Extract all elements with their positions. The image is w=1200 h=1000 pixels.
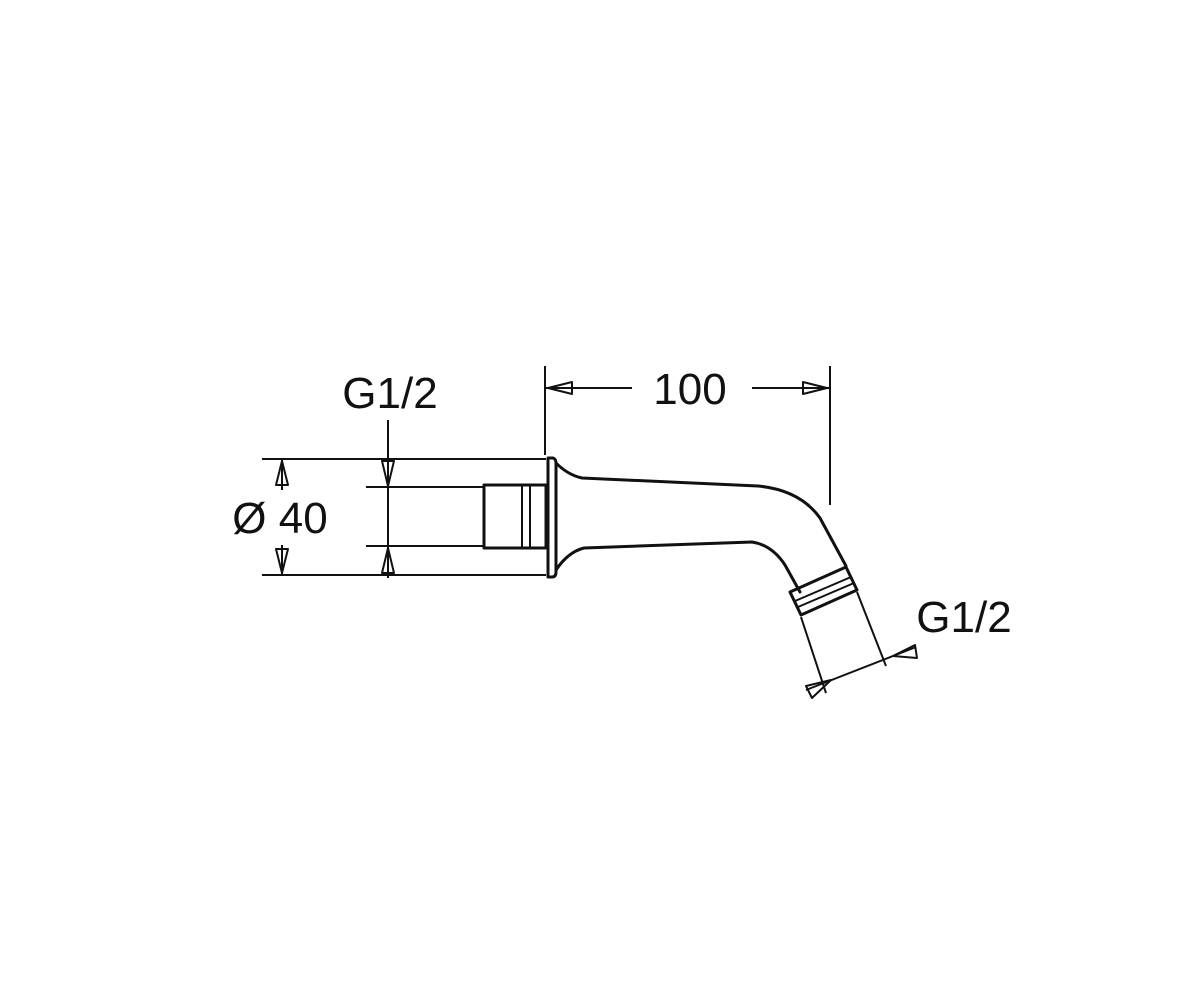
spout-body: [482, 456, 859, 617]
thread-left-label: G1/2: [342, 369, 437, 418]
length-dimension: 100: [544, 365, 831, 505]
diameter-label: Ø 40: [232, 494, 327, 543]
length-label: 100: [653, 365, 726, 414]
arrow-down-icon: [381, 460, 395, 487]
spout-top-contour: [554, 461, 848, 568]
arrow-up-icon: [275, 460, 289, 486]
arrow-left-icon: [547, 381, 573, 395]
inlet-thread-dimension: G1/2: [342, 369, 484, 578]
thread-outlet-label: G1/2: [916, 593, 1011, 642]
outlet-nozzle: [788, 565, 859, 617]
outlet-thread-dimension: G1/2: [800, 591, 1012, 699]
outlet-extension-left: [800, 616, 827, 694]
arrow-down-icon: [275, 548, 289, 574]
spout-bottom-contour: [554, 540, 802, 594]
inlet-connector: [482, 483, 548, 550]
wall-flange: [546, 456, 558, 579]
arrow-left-icon: [892, 644, 918, 659]
arrow-up-icon: [381, 547, 395, 574]
arrow-right-icon: [805, 679, 832, 699]
outlet-extension-right: [856, 591, 887, 667]
diameter-dimension: Ø 40: [232, 458, 546, 576]
arrow-right-icon: [802, 381, 828, 395]
